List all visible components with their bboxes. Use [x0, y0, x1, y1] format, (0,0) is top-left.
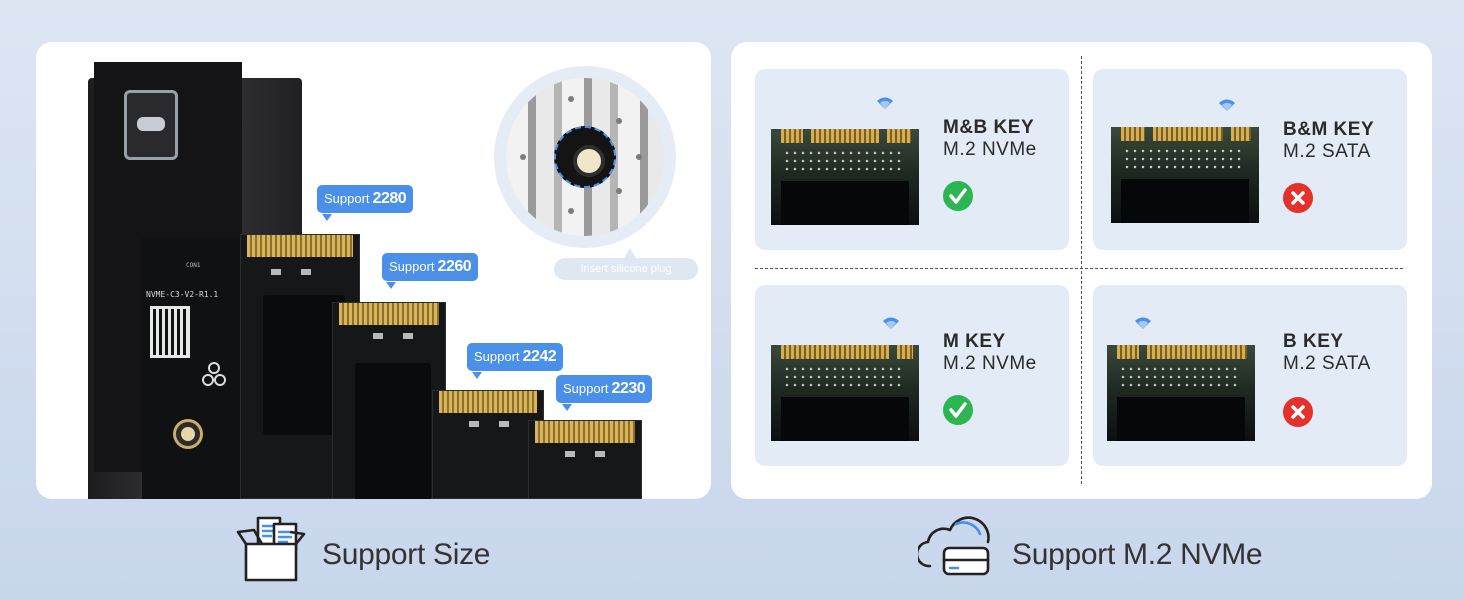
box-documents-icon [236, 516, 306, 582]
bm-key-ssd-image [1111, 127, 1259, 223]
ring-icon [208, 362, 220, 374]
b-key-ssd-image [1107, 345, 1255, 441]
cross-icon [1283, 183, 1313, 213]
down-arrow-icon [1219, 99, 1235, 111]
tag-arrow-icon [562, 404, 572, 411]
check-icon [943, 181, 973, 211]
tag-arrow-icon [322, 214, 332, 221]
key-title: B&M KEY [1283, 119, 1375, 140]
ssd-2230 [528, 420, 642, 499]
key-card-m-nvme: M KEY M.2 NVMe [755, 285, 1069, 466]
support-nvme-panel: M&B KEY M.2 NVMe B&M KEY M.2 SATA [731, 42, 1432, 499]
label-pointer-icon [624, 248, 636, 258]
key-title: M&B KEY [943, 117, 1035, 138]
key-interface: M.2 NVMe [943, 139, 1037, 160]
ring-icon [202, 374, 214, 386]
key-title: M KEY [943, 331, 1006, 352]
cloud-drive-icon [918, 516, 990, 576]
ring-icon [214, 374, 226, 386]
cross-icon [1283, 397, 1313, 427]
down-arrow-icon [877, 97, 893, 109]
tag-arrow-icon [386, 282, 396, 289]
board-connector-label: CON1 [186, 262, 201, 269]
down-arrow-icon [883, 317, 899, 329]
usb-c-port-icon [124, 90, 178, 160]
key-title: B KEY [1283, 331, 1344, 352]
insert-plug-label: Insert silicone plug [554, 258, 698, 280]
qr-code-icon [150, 306, 190, 358]
divider-horizontal [755, 268, 1403, 269]
board-label: NVME-C3-V2-R1.1 [146, 290, 219, 299]
caption-support-nvme: Support M.2 NVMe [1012, 538, 1263, 571]
mb-key-ssd-image [771, 129, 919, 225]
key-card-bm-sata: B&M KEY M.2 SATA [1093, 69, 1407, 250]
key-interface: M.2 SATA [1283, 141, 1371, 162]
key-card-b-sata: B KEY M.2 SATA [1093, 285, 1407, 466]
m-key-ssd-image [771, 345, 919, 441]
ssd-2260 [332, 302, 446, 499]
key-card-mb-nvme: M&B KEY M.2 NVMe [755, 69, 1069, 250]
magnifier-detail [494, 66, 676, 248]
key-interface: M.2 SATA [1283, 353, 1371, 374]
ssd-2242 [432, 390, 544, 499]
down-arrow-icon [1135, 317, 1151, 329]
tag-arrow-icon [472, 372, 482, 379]
key-interface: M.2 NVMe [943, 353, 1037, 374]
check-icon [943, 395, 973, 425]
divider-vertical [1081, 56, 1082, 484]
screw-hole-icon [176, 422, 200, 446]
silicone-plug-icon [554, 126, 616, 188]
caption-support-size: Support Size [322, 538, 491, 571]
